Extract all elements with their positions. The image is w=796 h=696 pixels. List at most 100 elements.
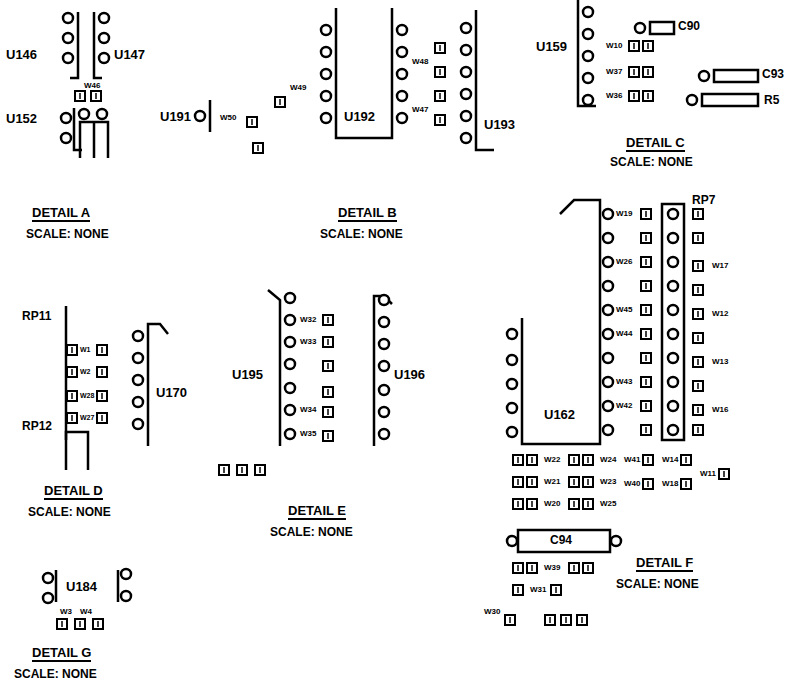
- jumper-pad: [67, 345, 77, 355]
- jumper-pad: [323, 315, 333, 325]
- pin-circle: [583, 73, 593, 83]
- pin-circle: [583, 95, 593, 105]
- jumper-pad: [57, 619, 67, 629]
- part-designator: U196: [394, 368, 425, 381]
- pin-circle: [507, 536, 517, 546]
- jumper-label: W4: [80, 608, 92, 616]
- jumper-label: W49: [290, 84, 306, 92]
- part-designator: C94: [550, 534, 572, 546]
- jumper-label: W42: [616, 402, 632, 410]
- outline-line: [70, 12, 102, 78]
- jumper-label: W26: [616, 258, 632, 266]
- jumper-label: W34: [300, 406, 316, 414]
- jumper-pad: [693, 333, 703, 343]
- jumper-label: W48: [412, 58, 428, 66]
- jumper-pad: [93, 619, 103, 629]
- outline-line: [148, 324, 168, 446]
- pin-circle: [321, 69, 331, 79]
- jumper-pad: [643, 455, 653, 465]
- pin-circle: [99, 53, 109, 63]
- outline-line: [522, 200, 600, 444]
- detail-title: DETAIL A: [32, 206, 90, 222]
- jumper-pad: [641, 281, 651, 291]
- jumper-label: W36: [606, 92, 622, 100]
- part-designator: SCALE: NONE: [26, 228, 109, 240]
- jumper-pad: [629, 91, 639, 101]
- jumper-pad: [641, 353, 651, 363]
- pin-circle: [611, 536, 621, 546]
- jumper-label: W33: [300, 338, 316, 346]
- jumper-label: W37: [606, 68, 622, 76]
- jumper-pad: [435, 67, 445, 77]
- jumper-pad: [75, 619, 85, 629]
- pin-circle: [668, 257, 678, 267]
- jumper-pad: [91, 91, 101, 101]
- jumper-pad: [641, 233, 651, 243]
- pin-circle: [583, 7, 593, 17]
- jumper-pad: [527, 477, 537, 487]
- part-designator: U184: [66, 580, 97, 593]
- jumper-pad: [643, 479, 653, 489]
- pin-circle: [635, 23, 645, 33]
- jumper-pad: [527, 563, 537, 573]
- jumper-pad: [545, 615, 555, 625]
- jumper-pad: [569, 455, 579, 465]
- pin-circle: [285, 429, 295, 439]
- jumper-label: W10: [606, 42, 622, 50]
- pin-circle: [461, 23, 471, 33]
- pin-circle: [603, 329, 613, 339]
- jumper-label: W35: [300, 430, 316, 438]
- jumper-pad: [505, 615, 515, 625]
- pin-circle: [668, 233, 678, 243]
- pin-circle: [121, 591, 131, 601]
- jumper-pad: [97, 413, 107, 423]
- jumper-pad: [693, 425, 703, 435]
- jumper-label: W16: [712, 406, 728, 414]
- jumper-pad: [67, 367, 77, 377]
- pin-circle: [379, 295, 389, 305]
- pin-circle: [507, 379, 517, 389]
- jumper-pad: [569, 477, 579, 487]
- pin-circle: [285, 337, 295, 347]
- jumper-pad: [67, 391, 77, 401]
- jumper-pad: [97, 367, 107, 377]
- jumper-pad: [693, 285, 703, 295]
- pin-circle: [133, 331, 143, 341]
- jumper-pad: [693, 233, 703, 243]
- pin-circle: [583, 51, 593, 61]
- part-designator: RP12: [22, 420, 52, 432]
- pin-circle: [133, 419, 143, 429]
- jumper-label: W21: [544, 478, 560, 486]
- pin-circle: [461, 67, 471, 77]
- jumper-label: W32: [300, 316, 316, 324]
- pin-circle: [699, 71, 709, 81]
- jumper-label: W14: [662, 456, 678, 464]
- outline-line: [336, 8, 392, 138]
- jumper-pad: [527, 455, 537, 465]
- jumper-pad: [577, 615, 587, 625]
- jumper-label: W45: [616, 306, 632, 314]
- jumper-pad: [681, 479, 691, 489]
- jumper-label: W3: [60, 608, 72, 616]
- outline-line: [66, 432, 88, 470]
- pin-circle: [285, 359, 295, 369]
- jumper-label: W20: [544, 500, 560, 508]
- pin-circle: [461, 111, 471, 121]
- pin-circle: [507, 427, 517, 437]
- jumper-label: W22: [544, 456, 560, 464]
- jumper-label: W13: [712, 358, 728, 366]
- pin-circle: [43, 593, 53, 603]
- pin-circle: [97, 109, 107, 119]
- pin-circle: [121, 569, 131, 579]
- pin-circle: [61, 133, 71, 143]
- component-outline: [702, 94, 758, 106]
- jumper-pad: [629, 41, 639, 51]
- jumper-pad: [513, 499, 523, 509]
- jumper-pad: [255, 465, 265, 475]
- jumper-label: W23: [600, 478, 616, 486]
- part-designator: C90: [678, 20, 700, 32]
- jumper-pad: [75, 91, 85, 101]
- pin-circle: [99, 33, 109, 43]
